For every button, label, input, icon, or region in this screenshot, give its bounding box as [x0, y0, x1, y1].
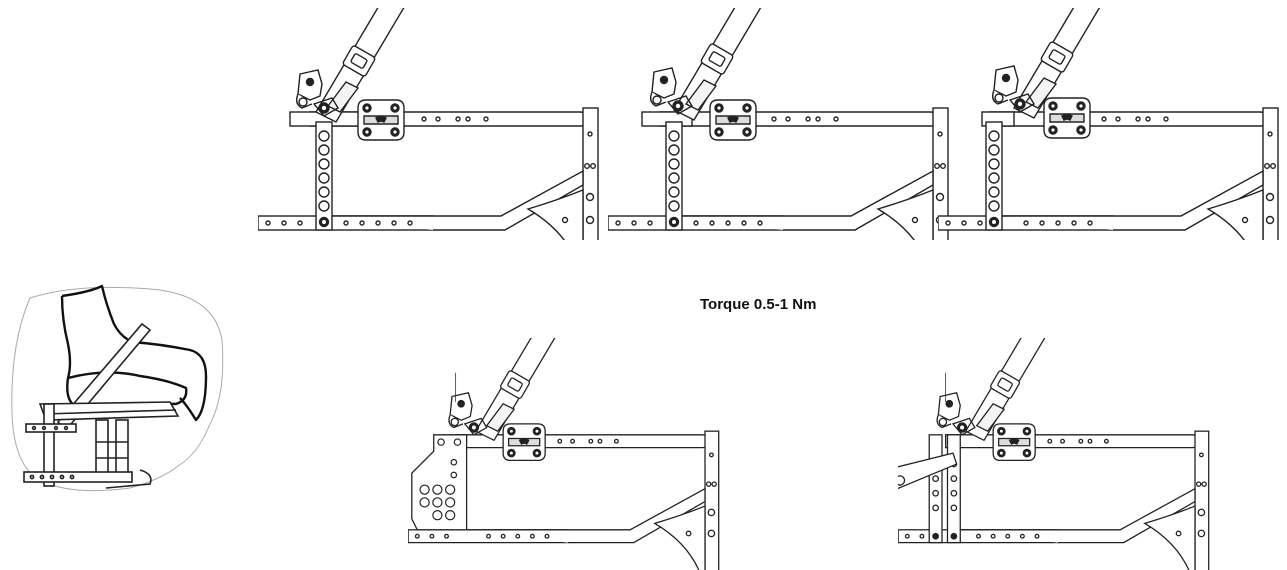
frame-variant-4 [408, 338, 728, 570]
frame-variant-2 [608, 8, 958, 240]
frame-variant-1 [258, 8, 608, 240]
seat-sketch [10, 284, 225, 496]
frame-variant-5 [898, 338, 1218, 570]
torque-caption: Torque 0.5-1 Nm [700, 296, 817, 313]
frame-variant-3 [938, 8, 1287, 240]
